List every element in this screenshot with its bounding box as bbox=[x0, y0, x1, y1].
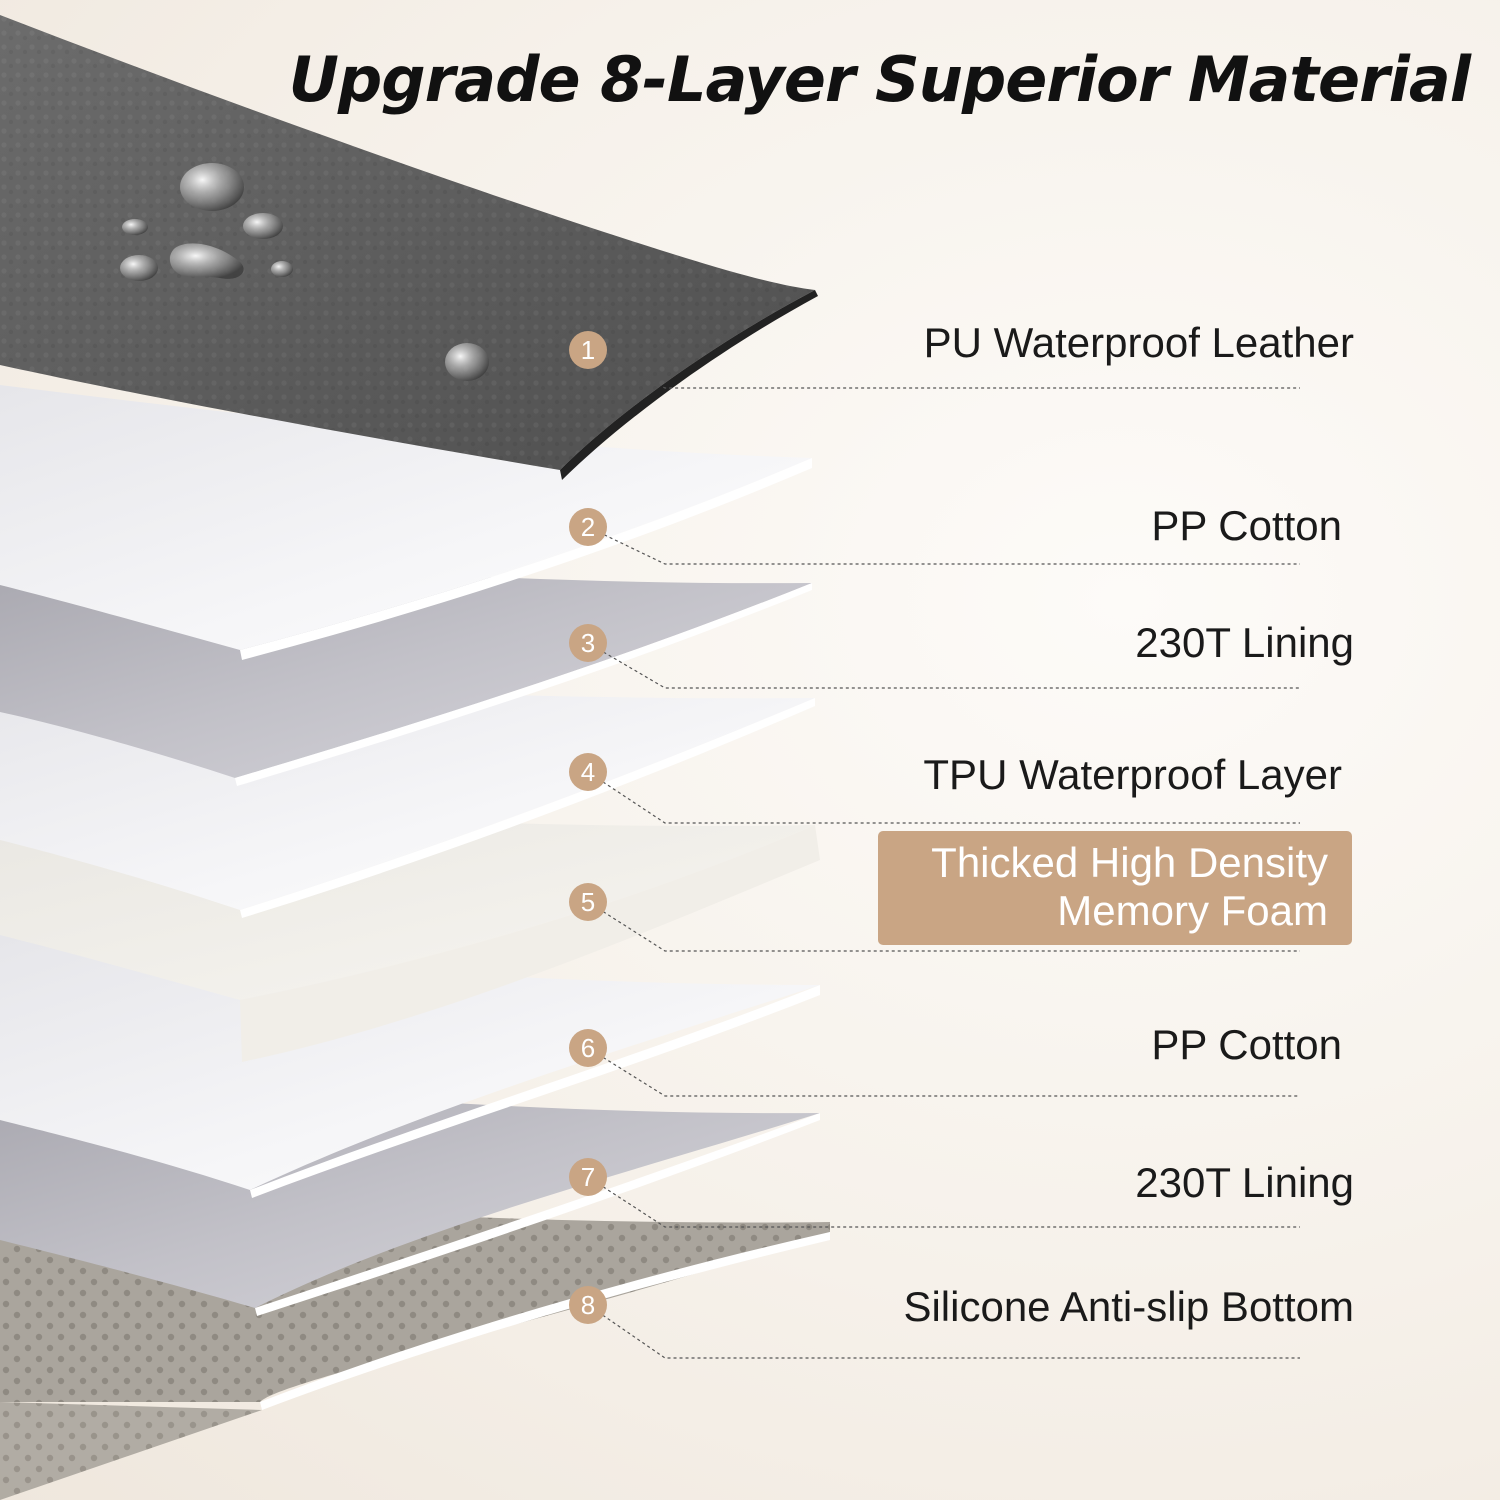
badge-4-number: 4 bbox=[581, 757, 595, 787]
leader-lines bbox=[587, 349, 1300, 1359]
layer-label-7: 230T Lining bbox=[1135, 1159, 1354, 1206]
badge-6-number: 6 bbox=[581, 1033, 595, 1063]
badge-6: 6 bbox=[569, 1029, 607, 1067]
badge-5: 5 bbox=[569, 883, 607, 921]
badge-3: 3 bbox=[569, 624, 607, 662]
layer-label-5-highlight: Thicked High Density Memory Foam bbox=[878, 831, 1352, 945]
layer-label-4: TPU Waterproof Layer bbox=[923, 751, 1342, 798]
layer-label-1: PU Waterproof Leather bbox=[923, 319, 1354, 366]
layer-label-3: 230T Lining bbox=[1135, 619, 1354, 666]
layer-label-2: PP Cotton bbox=[1151, 502, 1342, 549]
layer-label-5-line1: Thicked High Density bbox=[931, 839, 1328, 886]
badge-8: 8 bbox=[569, 1286, 607, 1324]
layer-6-pp-cotton bbox=[0, 935, 820, 1198]
layer-label-5-line2: Memory Foam bbox=[1057, 887, 1328, 934]
badge-7-number: 7 bbox=[581, 1162, 595, 1192]
layer-2-pp-cotton bbox=[0, 385, 812, 660]
layer-label-8: Silicone Anti-slip Bottom bbox=[903, 1283, 1354, 1330]
number-badges: 1 2 3 4 5 6 7 8 bbox=[569, 331, 607, 1324]
badge-5-number: 5 bbox=[581, 887, 595, 917]
badge-4: 4 bbox=[569, 753, 607, 791]
page-title: Upgrade 8-Layer Superior Material bbox=[288, 43, 1471, 116]
badge-7: 7 bbox=[569, 1158, 607, 1196]
badge-1-number: 1 bbox=[581, 335, 595, 365]
badge-2-number: 2 bbox=[581, 512, 595, 542]
badge-1: 1 bbox=[569, 331, 607, 369]
badge-2: 2 bbox=[569, 508, 607, 546]
badge-8-number: 8 bbox=[581, 1290, 595, 1320]
badge-3-number: 3 bbox=[581, 628, 595, 658]
layer-label-6: PP Cotton bbox=[1151, 1021, 1342, 1068]
layer-1-leather bbox=[0, 15, 818, 480]
water-droplets bbox=[120, 163, 489, 381]
